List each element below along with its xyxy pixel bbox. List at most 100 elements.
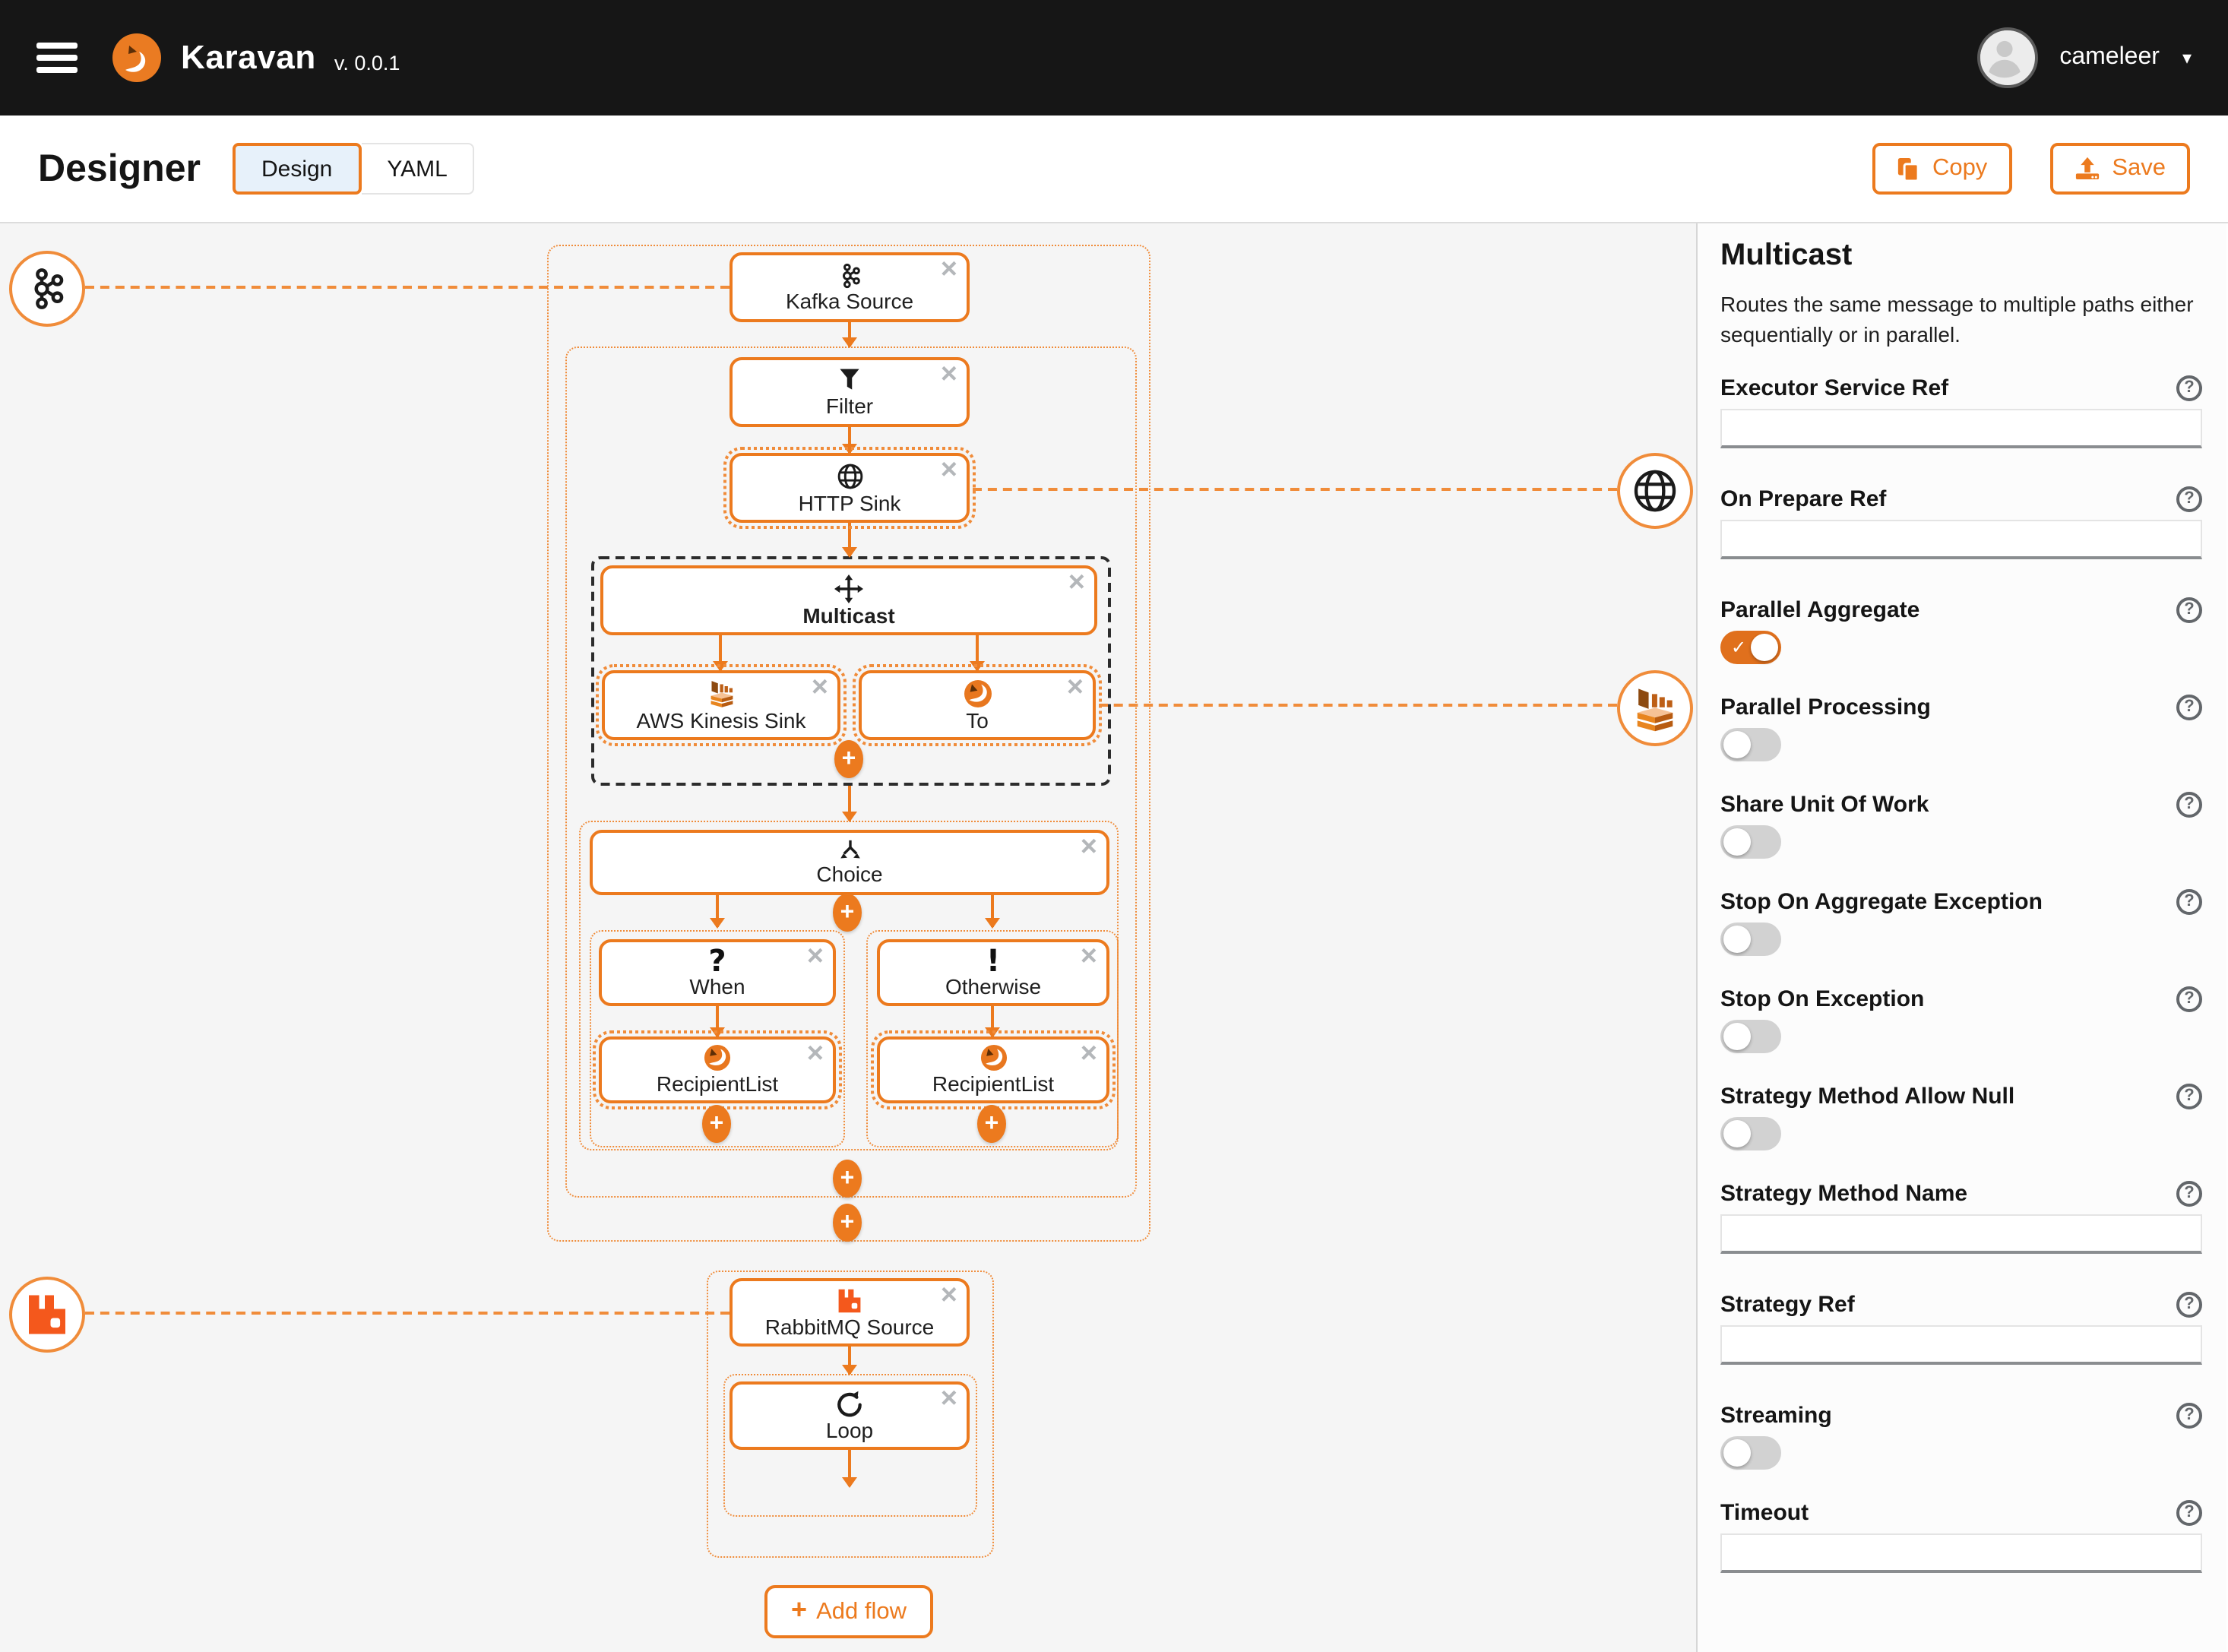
field-strategy-method-allow-null: Strategy Method Allow Null? ✓ <box>1720 1082 2202 1150</box>
help-icon[interactable]: ? <box>2176 1402 2202 1428</box>
close-icon[interactable]: × <box>940 359 957 391</box>
loop-icon <box>834 1390 865 1417</box>
close-icon[interactable]: × <box>811 672 828 704</box>
camel-icon <box>963 679 992 707</box>
strategy-method-allow-null-toggle[interactable]: ✓ <box>1720 1117 1781 1150</box>
timeout-input[interactable] <box>1720 1533 2202 1573</box>
help-icon[interactable]: ? <box>2176 1083 2202 1109</box>
toggle-knob <box>1723 1439 1751 1467</box>
close-icon[interactable]: × <box>806 941 824 973</box>
help-icon[interactable]: ? <box>2176 1499 2202 1525</box>
check-icon: ✓ <box>1731 637 1747 658</box>
flow-container-2[interactable] <box>707 1271 994 1558</box>
node-multicast[interactable]: × Multicast <box>600 565 1097 635</box>
hamburger-menu-icon[interactable] <box>36 43 78 73</box>
otherwise-container[interactable] <box>866 930 1119 1147</box>
flow-arrow <box>842 523 857 558</box>
help-icon[interactable]: ? <box>2176 791 2202 817</box>
page-title: Designer <box>38 147 201 189</box>
flow-arrow <box>842 1450 857 1488</box>
add-step-button[interactable]: + <box>833 894 862 932</box>
copy-label: Copy <box>1932 155 1988 181</box>
node-label: RecipientList <box>932 1071 1055 1096</box>
help-icon[interactable]: ? <box>2176 888 2202 914</box>
help-icon[interactable]: ? <box>2176 986 2202 1011</box>
view-toggle-group: Design YAML <box>232 143 475 195</box>
field-label: Streaming <box>1720 1402 1832 1428</box>
node-aws-kinesis-sink[interactable]: × AWS Kinesis Sink <box>596 664 847 746</box>
designer-canvas[interactable]: × Kafka Source × Filter × HTTP Sink × Mu… <box>0 223 1696 1652</box>
add-flow-label: Add flow <box>816 1598 907 1624</box>
close-icon[interactable]: × <box>806 1038 824 1070</box>
multicast-selection-container[interactable] <box>591 556 1111 786</box>
help-icon[interactable]: ? <box>2176 1291 2202 1317</box>
parallel-processing-toggle[interactable]: ✓ <box>1720 728 1781 761</box>
panel-description: Routes the same message to multiple path… <box>1720 292 2194 347</box>
strategy-method-name-input[interactable] <box>1720 1214 2202 1254</box>
close-icon[interactable]: × <box>940 454 957 486</box>
help-icon[interactable]: ? <box>2176 375 2202 400</box>
tab-yaml[interactable]: YAML <box>361 143 475 195</box>
close-icon[interactable]: × <box>940 254 957 286</box>
node-rabbitmq-source[interactable]: × RabbitMQ Source <box>729 1278 970 1347</box>
node-when[interactable]: × ? When <box>599 939 836 1006</box>
node-filter[interactable]: × Filter <box>729 357 970 427</box>
field-label: Timeout <box>1720 1499 1809 1525</box>
move-icon <box>834 574 863 603</box>
streaming-toggle[interactable]: ✓ <box>1720 1436 1781 1470</box>
topbar: Karavan v. 0.0.1 cameleer ▾ <box>0 0 2228 116</box>
stop-on-aggregate-exception-toggle[interactable]: ✓ <box>1720 923 1781 956</box>
node-loop[interactable]: × Loop <box>729 1381 970 1450</box>
node-label: Otherwise <box>945 974 1042 998</box>
connector-kafka-line <box>85 286 729 289</box>
close-icon[interactable]: × <box>1080 1038 1097 1070</box>
strategy-ref-input[interactable] <box>1720 1325 2202 1365</box>
copy-button[interactable]: Copy <box>1872 143 2012 195</box>
username[interactable]: cameleer <box>2059 44 2160 70</box>
tab-design[interactable]: Design <box>232 143 362 195</box>
add-step-button[interactable]: + <box>834 740 863 778</box>
field-parallel-aggregate: Parallel Aggregate? ✓ <box>1720 596 2202 664</box>
node-http-sink[interactable]: × HTTP Sink <box>723 447 976 529</box>
globe-endpoint-icon <box>1617 453 1693 529</box>
flow-arrow <box>842 322 857 348</box>
field-share-unit-of-work: Share Unit Of Work? ✓ <box>1720 790 2202 859</box>
choice-fork-icon <box>837 839 862 862</box>
app-title: Karavan <box>181 38 316 76</box>
share-unit-of-work-toggle[interactable]: ✓ <box>1720 825 1781 859</box>
toggle-knob <box>1723 1023 1751 1050</box>
upload-icon <box>2074 157 2100 181</box>
node-kafka-source[interactable]: × Kafka Source <box>729 252 970 322</box>
toggle-knob <box>1723 731 1751 758</box>
help-icon[interactable]: ? <box>2176 597 2202 622</box>
filter-icon <box>836 366 863 394</box>
executor-service-ref-input[interactable] <box>1720 409 2202 448</box>
add-step-button[interactable]: + <box>833 1204 862 1242</box>
add-step-button[interactable]: + <box>977 1105 1006 1143</box>
stop-on-exception-toggle[interactable]: ✓ <box>1720 1020 1781 1053</box>
close-icon[interactable]: × <box>1068 567 1085 599</box>
close-icon[interactable]: × <box>940 1383 957 1415</box>
help-icon[interactable]: ? <box>2176 486 2202 511</box>
save-button[interactable]: Save <box>2049 143 2190 195</box>
close-icon[interactable]: × <box>1080 831 1097 863</box>
add-step-button[interactable]: + <box>833 1160 862 1198</box>
close-icon[interactable]: × <box>1080 941 1097 973</box>
add-step-button[interactable]: + <box>702 1105 731 1143</box>
node-recipient-list-left[interactable]: × RecipientList <box>593 1030 842 1109</box>
node-choice[interactable]: × Choice <box>590 830 1109 895</box>
when-container[interactable] <box>590 930 845 1147</box>
parallel-aggregate-toggle[interactable]: ✓ <box>1720 631 1781 664</box>
user-avatar[interactable] <box>1977 27 2039 88</box>
help-icon[interactable]: ? <box>2176 1180 2202 1206</box>
rabbitmq-endpoint-icon <box>9 1277 85 1353</box>
close-icon[interactable]: × <box>1066 672 1084 704</box>
user-menu-caret-icon[interactable]: ▾ <box>2182 47 2192 68</box>
node-recipient-list-right[interactable]: × RecipientList <box>871 1030 1116 1109</box>
node-otherwise[interactable]: × ! Otherwise <box>877 939 1109 1006</box>
on-prepare-ref-input[interactable] <box>1720 520 2202 559</box>
help-icon[interactable]: ? <box>2176 694 2202 720</box>
close-icon[interactable]: × <box>940 1280 957 1312</box>
node-to[interactable]: × To <box>853 664 1102 746</box>
add-flow-button[interactable]: + Add flow <box>764 1585 933 1638</box>
